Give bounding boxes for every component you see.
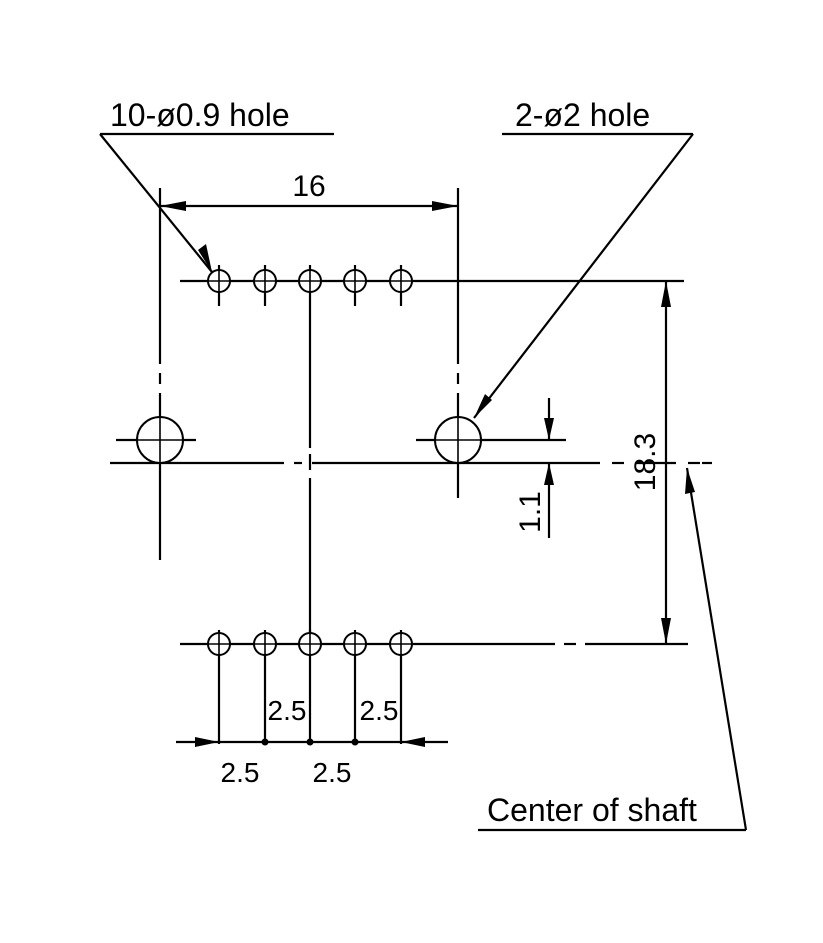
small-holes-bottom-row bbox=[207, 630, 413, 744]
dimension-dot bbox=[351, 738, 359, 746]
large-holes bbox=[134, 414, 484, 466]
dimension-pitch-chain bbox=[176, 737, 448, 747]
dimension-dot bbox=[306, 738, 314, 746]
dimension-offset bbox=[544, 398, 554, 538]
center-of-shaft-label: Center of shaft bbox=[487, 792, 697, 828]
dimension-height bbox=[661, 281, 671, 644]
small-holes-label: 10-ø0.9 hole bbox=[110, 97, 290, 133]
small-holes-top-row bbox=[207, 265, 413, 306]
pitch-label: 2.5 bbox=[221, 757, 260, 788]
offset-dimension-label: 1.1 bbox=[514, 491, 547, 533]
leader-lines bbox=[99, 132, 748, 832]
pitch-label: 2.5 bbox=[268, 695, 307, 726]
dimension-dot bbox=[261, 738, 269, 746]
pitch-label: 2.5 bbox=[313, 757, 352, 788]
height-dimension-label: 18.3 bbox=[629, 433, 662, 491]
labels: 10-ø0.9 hole 2-ø2 hole Center of shaft 1… bbox=[110, 97, 697, 828]
large-holes-label: 2-ø2 hole bbox=[515, 97, 650, 133]
width-dimension-label: 16 bbox=[292, 170, 325, 203]
dimension-width bbox=[160, 201, 458, 211]
pitch-label: 2.5 bbox=[360, 695, 399, 726]
